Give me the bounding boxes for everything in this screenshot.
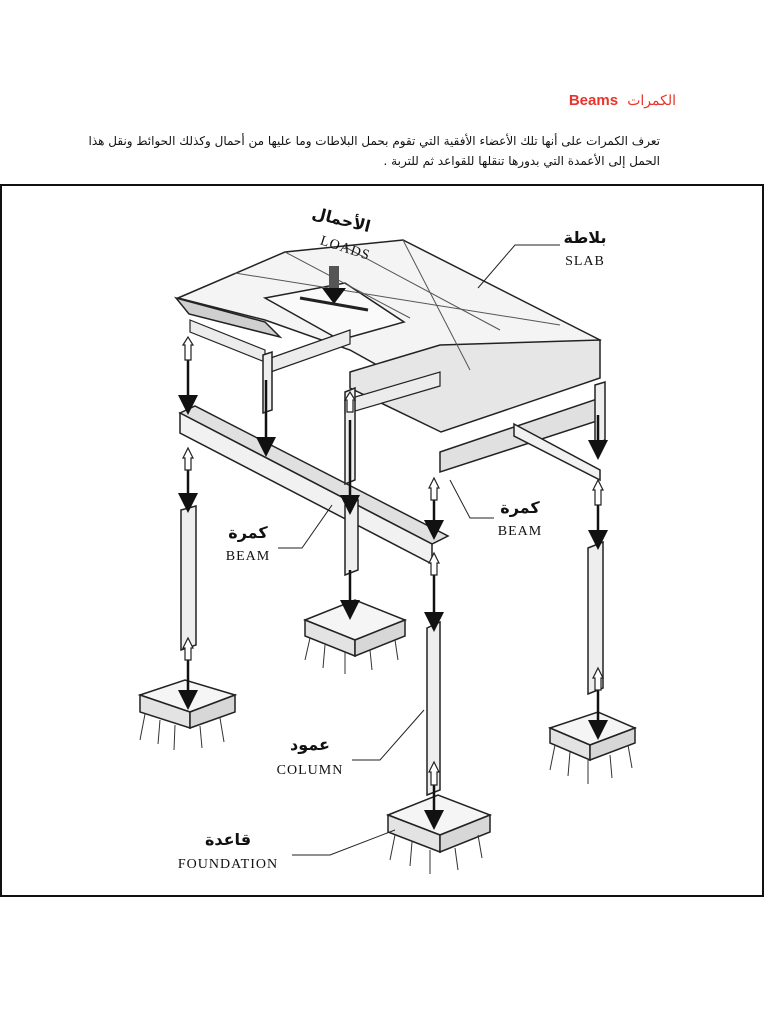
intro-line-2: الحمل إلى الأعمدة التي بدورها تنقلها للق… bbox=[383, 154, 660, 168]
beam-right-label-english: BEAM bbox=[498, 524, 542, 539]
intro-line-1: تعرف الكمرات على أنها تلك الأعضاء الأفقي… bbox=[88, 134, 660, 148]
label-beam-right: كمرة BEAM bbox=[449, 479, 542, 539]
heading-arabic: الكمرات bbox=[627, 92, 676, 108]
beam-right-label-arabic: كمرة bbox=[500, 498, 540, 517]
loads-arrow-icon bbox=[299, 266, 369, 312]
slab-panels bbox=[173, 239, 602, 433]
main-beam bbox=[178, 405, 450, 566]
soil-reaction-marks bbox=[139, 637, 633, 874]
label-column: عمود COLUMN bbox=[277, 709, 425, 778]
heading-english: Beams bbox=[568, 92, 619, 109]
label-foundation: قاعدة FOUNDATION bbox=[178, 829, 396, 872]
beam-left-label-arabic: كمرة bbox=[228, 523, 268, 542]
reaction-arrows-up bbox=[181, 335, 604, 786]
beam-left-label-english: BEAM bbox=[226, 549, 270, 564]
foundation-label-arabic: قاعدة bbox=[205, 830, 251, 849]
slab-label-arabic: بلاطة bbox=[564, 228, 607, 247]
slab-label-english: SLAB bbox=[565, 254, 605, 269]
loads-label-arabic: الأحمال bbox=[310, 203, 372, 236]
column-label-english: COLUMN bbox=[277, 763, 344, 778]
label-beam-left: كمرة BEAM bbox=[226, 504, 333, 564]
label-slab: بلاطة SLAB bbox=[477, 228, 607, 289]
column-label-arabic: عمود bbox=[290, 735, 330, 754]
foundations bbox=[137, 599, 637, 854]
load-path-arrows bbox=[178, 360, 608, 830]
slab-grid-lines bbox=[234, 239, 561, 371]
foundation-label-english: FOUNDATION bbox=[178, 857, 278, 872]
figure-frame bbox=[0, 184, 764, 897]
intro-paragraph: تعرف الكمرات على أنها تلك الأعضاء الأفقي… bbox=[80, 131, 660, 171]
section-heading: الكمرات Beams bbox=[569, 92, 676, 109]
